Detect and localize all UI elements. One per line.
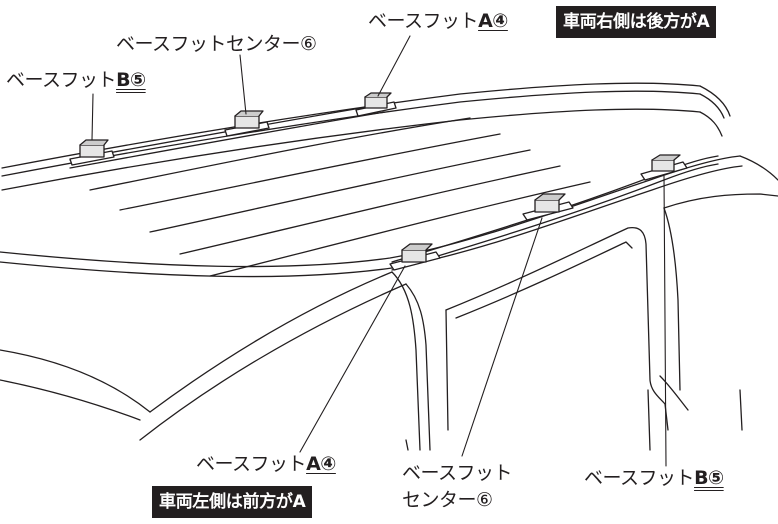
label-text: ベースフット [368,10,479,32]
foot-mount-a-bottom [389,243,441,271]
right-side-note-badge: 車両右側は後方がA [556,6,717,38]
part-code: A④ [306,453,336,475]
label-text: ベースフット [6,69,117,91]
part-code: A④ [478,10,508,32]
label-base-foot-b-bottom-right: ベースフットB⑤ [584,467,724,489]
left-side-note-badge: 車両左側は前方がA [152,486,313,518]
label-text: ベースフット [584,467,695,489]
part-code: B⑤ [694,467,724,489]
leader-lines [91,35,667,467]
roof-body [0,82,778,451]
label-line-1: ベースフット [402,462,513,484]
label-base-foot-center-top: ベースフットセンター⑥ [116,33,317,55]
label-base-foot-center-bottom: ベースフット センター⑥ [402,460,513,514]
label-text: ベースフットセンター⑥ [116,33,317,55]
label-base-foot-a-bottom-left: ベースフットA④ [196,453,336,475]
foot-mount-a-top [355,92,397,117]
foot-mount-center-top [224,110,270,137]
foot-mount-b-bottom [640,154,688,181]
label-text: ベースフット [196,453,307,475]
label-base-foot-b-top-left: ベースフットB⑤ [6,69,146,91]
foot-mount-b-top [69,139,115,166]
label-base-foot-a-top-right: ベースフットA④ [368,10,508,32]
foot-mount-center-bottom [522,193,574,221]
part-code: B⑤ [116,69,146,91]
label-line-2: センター⑥ [402,489,493,511]
